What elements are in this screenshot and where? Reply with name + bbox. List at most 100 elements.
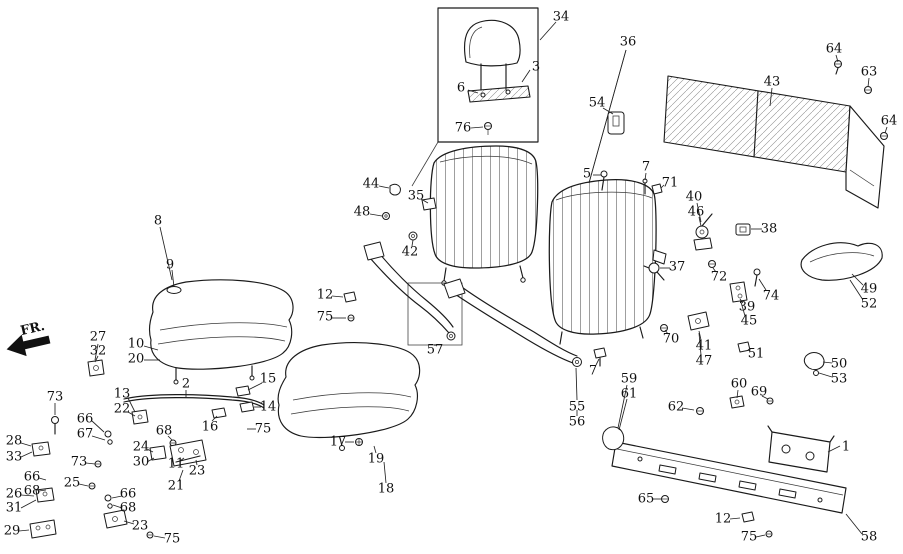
leader-line-74	[758, 278, 767, 291]
part-label-45: 45	[741, 314, 758, 329]
leader-line-49	[851, 273, 864, 286]
plate-29	[29, 519, 57, 539]
bolt-73-lower	[94, 460, 102, 468]
part-label-63: 63	[861, 65, 878, 80]
leader-line-21	[178, 469, 184, 482]
belt-tongue	[593, 347, 607, 359]
part-label-39: 39	[739, 300, 756, 315]
part-label-36: 36	[620, 35, 637, 50]
leader-line-62	[681, 407, 695, 411]
part-label-53: 53	[831, 372, 848, 387]
bolt-65	[661, 495, 669, 503]
part-label-66: 66	[77, 412, 94, 427]
leader-line-28	[20, 442, 32, 447]
part-label-64: 64	[881, 114, 898, 129]
leader-line-22	[127, 411, 136, 417]
part-label-68: 68	[156, 424, 173, 439]
leader-line-71	[660, 184, 665, 189]
part-label-73: 73	[71, 455, 88, 470]
part-label-23: 23	[189, 464, 206, 479]
hinge-24-30	[149, 445, 167, 461]
washer-48	[382, 212, 390, 220]
part-label-1: 1	[842, 440, 850, 455]
leader-line-52	[849, 279, 864, 301]
part-label-70: 70	[663, 332, 680, 347]
leader-line-12	[729, 517, 741, 520]
part-label-23: 23	[132, 519, 149, 534]
bracket-35	[421, 197, 437, 211]
screw-17	[355, 438, 363, 446]
part-label-24: 24	[133, 440, 150, 455]
part-label-56: 56	[569, 415, 586, 430]
bolt-63	[864, 86, 872, 94]
leader-line-64	[884, 126, 888, 134]
part-label-8: 8	[154, 214, 162, 229]
part-label-41: 41	[696, 339, 713, 354]
part-label-38: 38	[761, 222, 778, 237]
leader-line-12	[331, 295, 344, 298]
clip-12-upper	[343, 291, 357, 303]
part-label-18: 18	[378, 482, 395, 497]
screw-74	[753, 268, 761, 287]
part-label-47: 47	[696, 354, 713, 369]
part-label-31: 31	[6, 501, 23, 516]
leader-line-69	[761, 395, 769, 400]
clip-51	[737, 341, 751, 353]
screw-69	[766, 397, 774, 405]
seatbelt-left-drawing	[363, 241, 463, 346]
leader-line-76	[470, 126, 484, 129]
screw-75-lower	[765, 530, 773, 538]
part-label-17: 17	[330, 435, 347, 450]
washer-53	[813, 370, 819, 376]
part-label-3: 3	[532, 60, 540, 75]
bolt-73-left	[51, 416, 59, 435]
clip-12-lower	[741, 511, 755, 523]
leader-line-45	[740, 301, 746, 317]
part-label-54: 54	[589, 96, 606, 111]
part-label-13: 13	[114, 387, 131, 402]
part-label-6: 6	[457, 81, 465, 96]
screw-64-top	[834, 60, 842, 75]
seatback-left-drawing	[429, 145, 539, 286]
leader-line-10	[143, 345, 159, 351]
part-label-75: 75	[741, 530, 758, 545]
part-label-27: 27	[90, 330, 107, 345]
part-label-57: 57	[427, 343, 444, 358]
screw-75-upper	[347, 314, 355, 322]
part-71	[651, 183, 663, 195]
part-label-68: 68	[120, 501, 137, 516]
headrest-screw	[484, 122, 492, 135]
part-label-42: 42	[402, 245, 419, 260]
headrest-detail-box	[437, 7, 539, 143]
part-label-29: 29	[4, 524, 21, 539]
leader-line-33	[20, 451, 33, 458]
clamp-14	[239, 401, 255, 413]
cushion-right-drawing	[277, 342, 421, 451]
bolt-25	[88, 482, 96, 490]
leader-line-41	[698, 330, 702, 341]
part-label-55: 55	[569, 400, 586, 415]
part-label-74: 74	[763, 289, 780, 304]
leader-line-30	[146, 457, 155, 463]
part-label-60: 60	[731, 377, 748, 392]
bracket-13-22	[131, 409, 149, 425]
leader-line-40	[696, 202, 702, 223]
leader-line-72	[712, 267, 717, 273]
part-label-7: 7	[589, 364, 597, 379]
leader-line-67	[91, 435, 106, 441]
leader-line-1	[827, 445, 841, 453]
headrest-drawing	[463, 19, 531, 135]
part-label-32: 32	[90, 344, 107, 359]
bracket-50	[803, 352, 825, 371]
leader-line-35	[420, 198, 429, 204]
leader-line-68	[38, 489, 47, 492]
plate-23-lower	[103, 509, 128, 529]
leader-line-47	[698, 332, 702, 356]
leader-line-66	[38, 477, 47, 481]
part-label-51: 51	[748, 347, 765, 362]
bolt-5	[600, 170, 608, 191]
part-label-66: 66	[120, 487, 137, 502]
